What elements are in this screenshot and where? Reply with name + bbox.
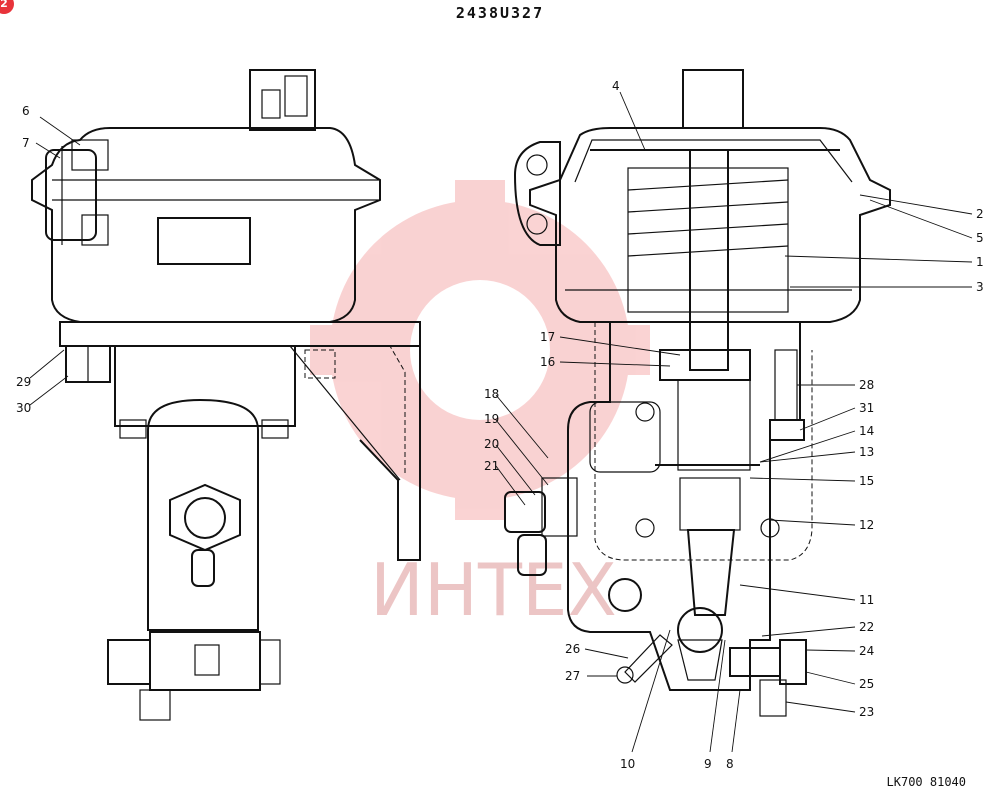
callout-16: 16	[540, 355, 555, 369]
callout-22: 22	[859, 620, 874, 634]
callout-27: 27	[565, 669, 580, 683]
callout-28: 28	[859, 378, 874, 392]
callout-4: 4	[612, 79, 620, 93]
callout-23: 23	[859, 705, 874, 719]
left-view	[31, 69, 421, 721]
callout-6: 6	[22, 104, 30, 118]
callout-31: 31	[859, 401, 874, 415]
callout-18: 18	[484, 387, 499, 401]
right-view	[504, 69, 891, 717]
callout-29: 29	[16, 375, 31, 389]
callout-8: 8	[726, 757, 734, 771]
callout-25: 25	[859, 677, 874, 691]
callout-17: 17	[540, 330, 555, 344]
callout-20: 20	[484, 437, 499, 451]
callout-15: 15	[859, 474, 874, 488]
callout-21: 21	[484, 459, 499, 473]
watermark-text: ИНТЕХ	[370, 548, 617, 632]
callout-3: 3	[976, 280, 984, 294]
callout-30: 30	[16, 401, 31, 415]
callout-9: 9	[704, 757, 712, 771]
callout-24: 24	[859, 644, 874, 658]
callout-14: 14	[859, 424, 874, 438]
drawing-code: LK700 81040	[886, 775, 966, 789]
callout-12: 12	[859, 518, 874, 532]
page-badge: 2	[0, 0, 14, 14]
callout-1: 1	[976, 255, 984, 269]
callout-13: 13	[859, 445, 874, 459]
callout-2: 2	[976, 207, 984, 221]
spring	[627, 167, 789, 313]
callout-5: 5	[976, 231, 984, 245]
drawing-title: 2438U327	[455, 4, 545, 22]
leader-lines	[29, 91, 973, 753]
callout-10: 10	[620, 757, 635, 771]
callouts: 6 7 29 30 4 2 5 1 3 17 16 18 19 20 21 28…	[16, 79, 984, 771]
callout-7: 7	[22, 136, 30, 150]
callout-19: 19	[484, 412, 499, 426]
watermark-gear	[310, 180, 650, 520]
callout-26: 26	[565, 642, 580, 656]
callout-11: 11	[859, 593, 874, 607]
